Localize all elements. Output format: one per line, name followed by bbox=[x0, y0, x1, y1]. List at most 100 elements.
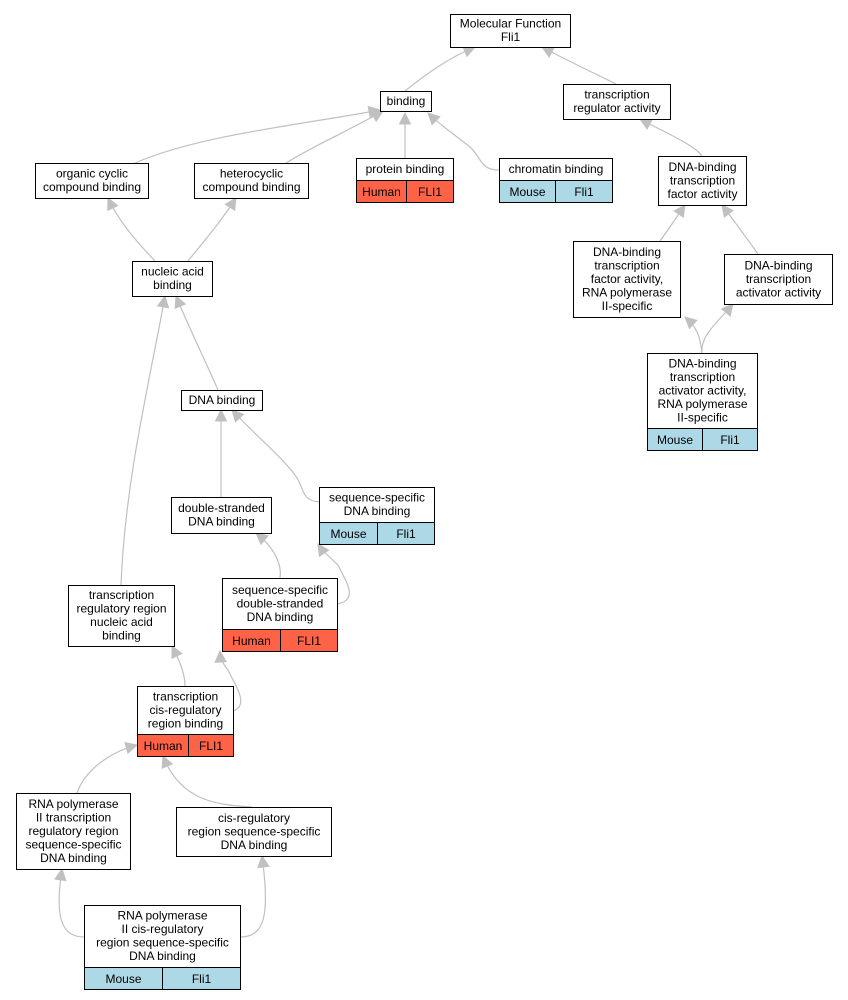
node-label-line: activator activity, bbox=[659, 383, 747, 397]
node-label-line: double-stranded bbox=[237, 596, 324, 610]
edge-binding-to-mf bbox=[404, 45, 477, 92]
node-label-line: sequence-specific bbox=[25, 837, 121, 851]
gene-label: Fli1 bbox=[396, 527, 416, 541]
edge-arrowhead bbox=[720, 303, 734, 317]
node-label-line: transcription bbox=[746, 272, 811, 286]
edge-occb-to-binding bbox=[134, 105, 382, 164]
node-label-line: regulatory region bbox=[76, 602, 166, 616]
node-label-line: sequence-specific bbox=[232, 583, 328, 597]
node-box bbox=[171, 497, 272, 534]
edge-arrowhead bbox=[257, 854, 270, 869]
node-label-line: nucleic acid bbox=[90, 615, 153, 629]
edge-rnap2crr-to-rnap2trr bbox=[54, 867, 85, 938]
node-box bbox=[450, 14, 571, 48]
edge-arrowhead bbox=[427, 112, 441, 126]
node-label-line: DNA-binding bbox=[593, 245, 661, 259]
edge-rnap2trr-to-tcrrb bbox=[76, 742, 139, 794]
node-label-line: transcription bbox=[584, 88, 649, 102]
edge-arrowhead bbox=[317, 543, 330, 558]
edge-arrowhead bbox=[161, 754, 174, 770]
species-label: Human bbox=[362, 185, 401, 199]
edge-line bbox=[427, 112, 500, 171]
edge-line bbox=[239, 855, 267, 938]
edge-line bbox=[107, 197, 156, 262]
node-label-line: DNA binding bbox=[221, 838, 288, 852]
gene-label: FLI1 bbox=[418, 185, 442, 199]
node-binding[interactable]: binding bbox=[380, 91, 432, 112]
gene-cell: Fli1 bbox=[162, 967, 241, 990]
node-label-line: region sequence-specific bbox=[96, 936, 229, 950]
species-label: Human bbox=[144, 739, 183, 753]
edge-line bbox=[175, 295, 219, 391]
species-cell: Mouse bbox=[84, 967, 163, 990]
node-label-line: nucleic acid bbox=[141, 265, 204, 279]
edge-arrowhead bbox=[721, 204, 734, 218]
edge-dbtaa-to-dbtfa bbox=[721, 204, 759, 255]
node-label-line: protein binding bbox=[366, 162, 445, 176]
node-label-line: binding bbox=[387, 94, 426, 108]
edge-rnap2crr-to-crrssdb bbox=[239, 854, 270, 938]
edge-dbtfarnap-to-dbtfa bbox=[659, 204, 686, 242]
gene-label: Fli1 bbox=[574, 185, 594, 199]
edge-ssdsdb-to-ssdb bbox=[317, 543, 350, 605]
species-cell: Mouse bbox=[499, 180, 556, 203]
gene-label: Fli1 bbox=[720, 433, 740, 447]
edge-dbtaarnap-to-dbtaa bbox=[701, 303, 734, 354]
edge-crrssdb-to-tcrrb bbox=[161, 754, 253, 808]
node-box bbox=[68, 585, 175, 647]
node-label-line: II cis-regulatory bbox=[121, 922, 203, 936]
node-db[interactable]: DNA binding bbox=[181, 390, 263, 411]
edge-line bbox=[541, 46, 617, 85]
edge-arrowhead bbox=[107, 196, 119, 212]
edge-arrowhead bbox=[673, 204, 686, 219]
edge-arrowhead bbox=[156, 294, 170, 309]
tag-cell-bg bbox=[406, 180, 454, 203]
node-label-line: compound binding bbox=[202, 180, 300, 194]
node-label-line: RNA polymerase bbox=[117, 909, 207, 923]
node-label-line: factor activity, bbox=[591, 272, 663, 286]
edge-line bbox=[187, 197, 237, 262]
node-label-line: activator activity bbox=[736, 285, 821, 299]
edge-arrowhead bbox=[398, 111, 412, 125]
edge-nab-to-hcb bbox=[187, 197, 237, 262]
edge-tcrrb-to-ssdsdb bbox=[214, 649, 242, 712]
edge-hcb-to-binding bbox=[285, 110, 384, 164]
gene-label: FLI1 bbox=[199, 739, 223, 753]
node-label-line: transcription bbox=[153, 689, 218, 703]
edge-arrowhead bbox=[214, 408, 228, 422]
edge-arrowhead bbox=[684, 316, 698, 330]
node-label-line: region sequence-specific bbox=[188, 824, 321, 838]
node-label-line: DNA binding bbox=[188, 515, 255, 529]
edge-line bbox=[404, 46, 476, 92]
gene-cell: Fli1 bbox=[377, 522, 435, 545]
edge-dsdb-to-db bbox=[214, 408, 228, 497]
node-box bbox=[380, 91, 432, 112]
node-label-line: compound binding bbox=[43, 180, 141, 194]
node-label-line: regulator activity bbox=[573, 101, 660, 115]
node-label-line: DNA binding bbox=[344, 504, 411, 518]
edge-line bbox=[285, 110, 384, 164]
node-label-line: chromatin binding bbox=[509, 162, 604, 176]
node-label-line: binding bbox=[102, 629, 141, 643]
node-label-line: transcription bbox=[89, 588, 154, 602]
tag-cell-bg bbox=[702, 428, 758, 451]
